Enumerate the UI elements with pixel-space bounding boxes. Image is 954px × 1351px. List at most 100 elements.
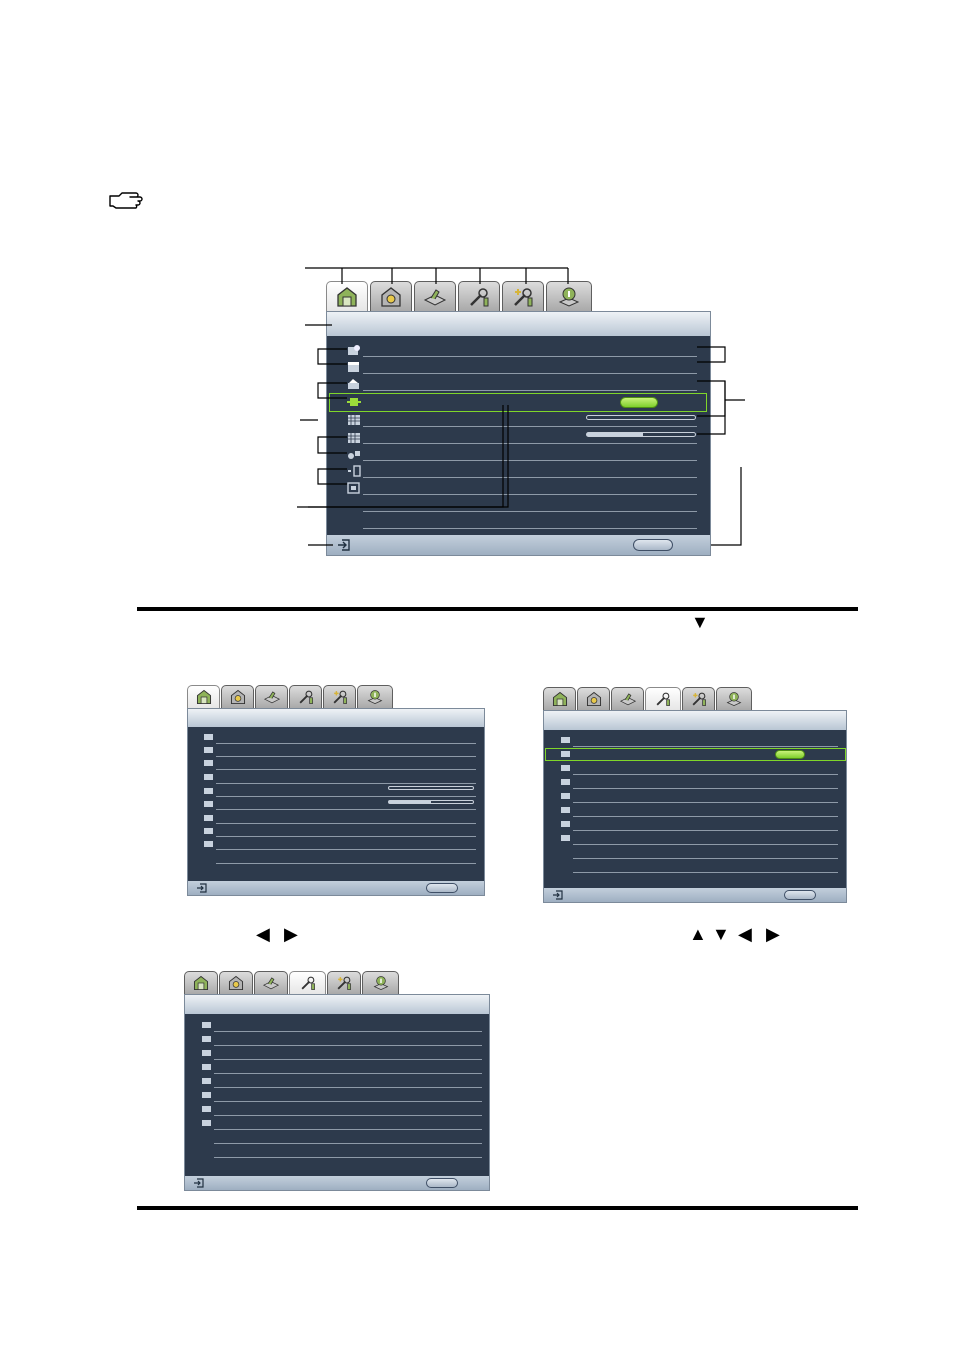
tab-picture[interactable]	[326, 281, 368, 311]
selected-value-pill[interactable]	[775, 750, 805, 759]
up-arrow-glyph: ▲	[689, 924, 707, 944]
menu-row-divider	[216, 769, 476, 770]
slider-fill	[389, 801, 431, 803]
tab-system-basic[interactable]	[458, 281, 500, 311]
tab-picture[interactable]	[543, 687, 576, 710]
menu-row-divider	[214, 1129, 482, 1130]
section-rule-top	[137, 607, 858, 611]
menu-item-icon	[202, 1064, 211, 1070]
input-exit-icon[interactable]	[552, 890, 564, 900]
tab-system-advanced[interactable]	[682, 687, 715, 710]
tab-picture[interactable]	[184, 971, 218, 994]
menu-status-bar	[544, 888, 846, 902]
menu-status-bar	[185, 1176, 489, 1190]
slider-bar[interactable]	[388, 786, 474, 790]
input-exit-icon[interactable]	[196, 883, 208, 893]
tab-display[interactable]	[221, 685, 254, 708]
installation-icon	[262, 977, 280, 990]
menu-row-divider	[216, 823, 476, 824]
tab-picture[interactable]	[187, 685, 220, 708]
slider-bar[interactable]	[586, 415, 696, 420]
menu-row-divider	[363, 390, 697, 391]
menu-item-icon	[561, 793, 570, 799]
main-menu-panel	[326, 311, 711, 556]
tab-information[interactable]	[362, 971, 399, 994]
menu-item-icon	[204, 788, 213, 794]
menu-item-icon	[204, 801, 213, 807]
right-arrow-glyph: ▶	[766, 924, 780, 944]
tab-installation[interactable]	[611, 687, 644, 710]
system-basic-icon	[301, 976, 315, 990]
menu-item-icon	[202, 1022, 211, 1028]
menu-row-divider	[573, 872, 838, 873]
system-basic-icon	[656, 692, 670, 706]
pointing-hand-icon	[109, 192, 143, 209]
tab-installation[interactable]	[254, 971, 288, 994]
tab-information[interactable]	[546, 281, 592, 311]
slider-fill	[587, 433, 644, 436]
menu-row-divider	[573, 788, 838, 789]
menu-title-bar	[188, 709, 484, 727]
tab-system-basic[interactable]	[289, 685, 322, 708]
menu-row-divider	[214, 1045, 482, 1046]
menu-row-divider	[216, 743, 476, 744]
system-advanced-icon	[337, 976, 351, 990]
menu-row-divider	[573, 802, 838, 803]
information-icon	[367, 690, 383, 704]
exit-button[interactable]	[426, 883, 458, 893]
tab-information[interactable]	[357, 685, 393, 708]
callout-lines	[297, 267, 745, 546]
tab-system-basic[interactable]	[289, 971, 326, 994]
input-exit-icon[interactable]	[193, 1178, 205, 1188]
menu-item-icon	[202, 1106, 211, 1112]
highlighted-menu-item[interactable]	[545, 748, 846, 761]
menu-row-divider	[216, 863, 476, 864]
slider-bar[interactable]	[586, 432, 696, 437]
slider-bar[interactable]	[388, 800, 474, 804]
menu-item-icon	[561, 737, 570, 743]
down-arrow-glyph: ▼	[712, 924, 730, 944]
menu-row-divider	[363, 528, 697, 529]
menu-row-divider	[216, 796, 476, 797]
menu-item-icon	[202, 1092, 211, 1098]
menu-status-bar	[327, 535, 710, 555]
menu-item-icon	[561, 751, 570, 757]
installation-icon	[423, 288, 447, 306]
tab-display[interactable]	[219, 971, 253, 994]
menu-row-divider	[214, 1031, 482, 1032]
highlighted-menu-item[interactable]	[329, 393, 707, 412]
system-advanced-icon	[514, 287, 533, 306]
menu-item-icon	[561, 765, 570, 771]
menu-title-bar	[185, 995, 489, 1014]
tab-information[interactable]	[716, 687, 752, 710]
exit-button[interactable]	[426, 1178, 458, 1188]
tab-installation[interactable]	[414, 281, 456, 311]
tab-system-basic[interactable]	[645, 687, 681, 710]
menu-row-divider	[216, 849, 476, 850]
input-exit-icon[interactable]	[337, 539, 351, 551]
picture-icon	[196, 689, 211, 705]
tab-installation[interactable]	[255, 685, 288, 708]
left-arrow-glyph: ◀	[738, 924, 752, 944]
tab-display[interactable]	[370, 281, 412, 311]
menu-row-divider	[214, 1073, 482, 1074]
selected-value-pill[interactable]	[620, 397, 658, 408]
tab-system-advanced[interactable]	[502, 281, 544, 311]
menu-row-divider	[216, 836, 476, 837]
menu-item-icon	[204, 747, 213, 753]
menu-item-icon	[561, 807, 570, 813]
menu-panel	[184, 994, 490, 1191]
system-basic-icon	[299, 690, 313, 704]
menu-row-divider	[363, 356, 697, 357]
picture-icon	[552, 691, 567, 707]
menu-item-icon	[202, 1120, 211, 1126]
installation-icon	[263, 691, 280, 704]
exit-button[interactable]	[784, 890, 816, 900]
tab-system-advanced[interactable]	[327, 971, 361, 994]
section-rule-bottom	[137, 1206, 858, 1210]
tab-display[interactable]	[577, 687, 610, 710]
tab-system-advanced[interactable]	[323, 685, 356, 708]
menu-row-divider	[214, 1101, 482, 1102]
exit-button[interactable]	[633, 539, 673, 551]
menu-row-divider	[363, 477, 697, 478]
